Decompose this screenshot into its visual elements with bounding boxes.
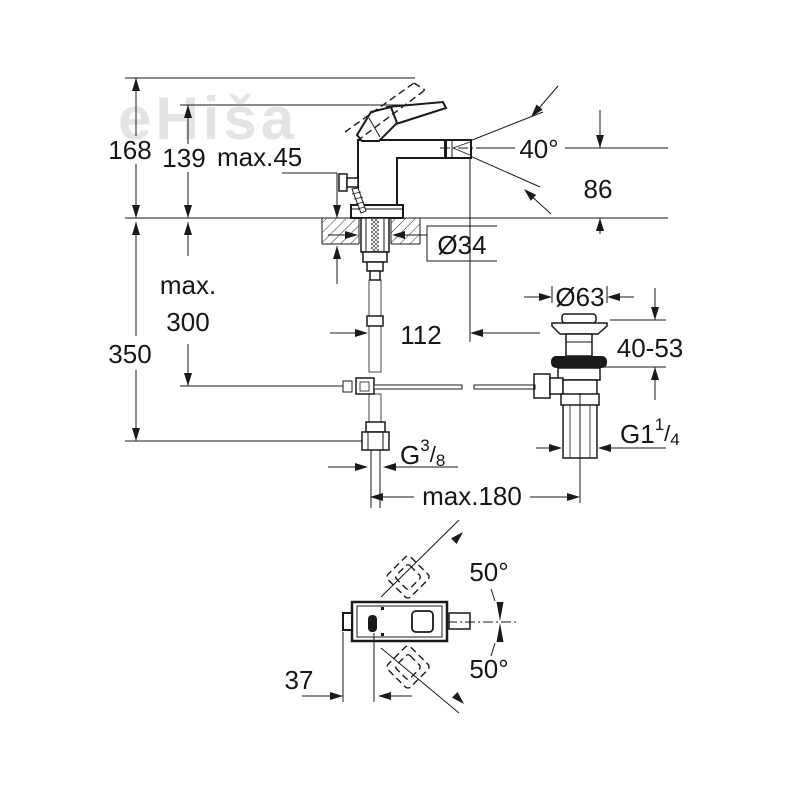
swing-ray-lower	[380, 647, 460, 714]
drain-seal-ring	[551, 356, 607, 368]
handle-raised-dashed	[344, 82, 426, 142]
faucet-plan	[342, 600, 516, 643]
drain-plug-cap	[561, 313, 597, 324]
popup-knob	[338, 173, 367, 214]
label-112: 112	[400, 320, 441, 350]
label-o63: Ø63	[555, 282, 604, 312]
label-40-53: 40-53	[617, 333, 684, 363]
faucet-side	[321, 82, 536, 508]
dimension-labels: 168 139 max.45 40° 86 max. 300 350 Ø34 1…	[108, 134, 683, 695]
label-86: 86	[584, 174, 613, 204]
top-view	[302, 519, 516, 714]
label-g38: G3/8	[400, 436, 445, 470]
deck-right	[391, 218, 420, 244]
label-139: 139	[162, 143, 205, 173]
handle-lever	[355, 100, 448, 142]
drain-valve	[533, 313, 608, 503]
label-40deg: 40°	[519, 134, 558, 164]
drain-neck	[565, 333, 593, 357]
drain-flange	[551, 322, 608, 335]
label-g114: G11/4	[620, 415, 680, 449]
dim-37-lines	[302, 632, 412, 702]
drain-body	[557, 367, 601, 381]
swing-ray-upper	[380, 519, 460, 598]
drain-rod-knob	[533, 373, 551, 399]
label-350: 350	[108, 339, 151, 369]
handle-shaft-plan	[448, 612, 471, 630]
rod-hole-plan	[368, 615, 377, 632]
label-o34: Ø34	[437, 230, 486, 260]
label-168: 168	[108, 135, 151, 165]
deck-left	[322, 218, 359, 244]
label-max300-max: max.	[160, 270, 216, 300]
label-max45: max.45	[217, 142, 302, 172]
label-50-upper: 50°	[469, 557, 508, 587]
handle-position-lower-dashed	[386, 645, 430, 689]
spout-outlet-plan	[342, 612, 353, 631]
aerator	[440, 139, 480, 159]
watermark-logo: eHiša	[118, 85, 299, 152]
label-max180: max.180	[422, 481, 522, 511]
label-37: 37	[285, 665, 314, 695]
popup-rod	[342, 377, 536, 395]
cartridge-plan	[411, 610, 434, 633]
flexible-hoses	[366, 279, 384, 423]
side-view	[125, 77, 668, 508]
g38-connector	[361, 421, 390, 508]
handle-position-upper-dashed	[386, 555, 430, 599]
label-50-lower: 50°	[469, 654, 508, 684]
label-max300-300: 300	[166, 307, 209, 337]
mounting-shank	[360, 217, 390, 281]
faucet-body	[357, 139, 446, 206]
